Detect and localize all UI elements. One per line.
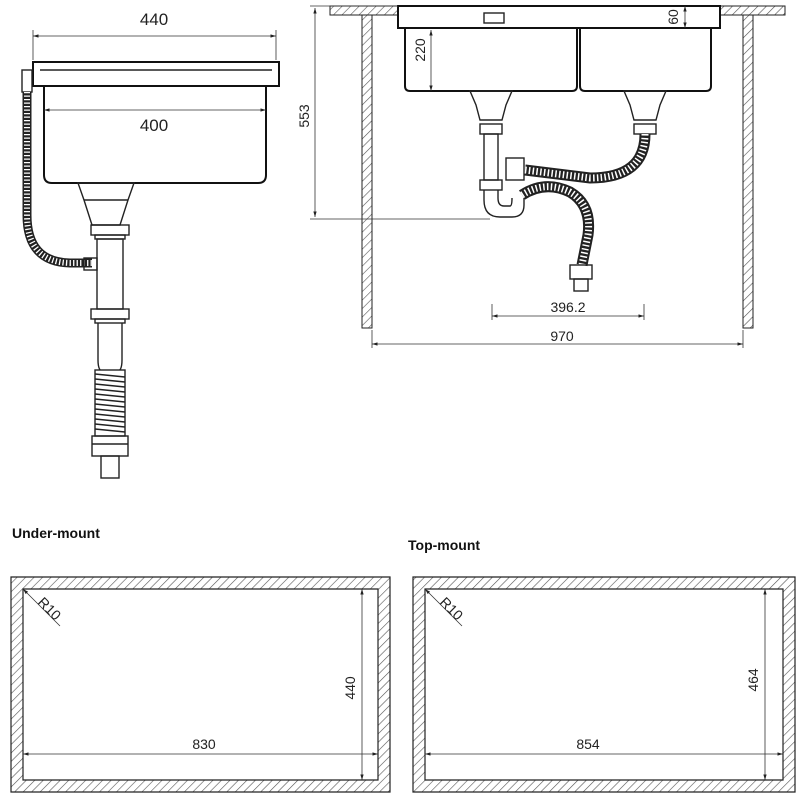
- top-mount-width-label: 854: [576, 736, 600, 752]
- front-sink-rim: [397, 5, 721, 29]
- front-bowl-right: [579, 28, 712, 92]
- side-view: 440 400: [21, 10, 280, 479]
- drain-spacing-label: 396.2: [550, 299, 585, 315]
- side-bowl-width-label: 400: [140, 116, 168, 135]
- cabinet-right-wall: [742, 14, 754, 329]
- under-mount-height-label: 440: [342, 676, 358, 700]
- top-mount-radius-label: R10: [437, 594, 467, 624]
- under-mount-title: Under-mount: [12, 525, 100, 541]
- top-mount-title: Top-mount: [408, 537, 480, 553]
- bowl-depth-label: 220: [412, 38, 428, 62]
- top-mount-height-label: 464: [745, 668, 761, 692]
- side-top-width-label: 440: [140, 10, 168, 29]
- total-height-label: 553: [296, 104, 312, 128]
- under-mount-cutout: Under-mount R10 440 830: [10, 525, 391, 793]
- under-mount-radius-label: R10: [35, 594, 65, 624]
- top-mount-cutout: Top-mount R10 464 854: [408, 537, 796, 793]
- side-sink-rim: [32, 61, 280, 87]
- side-sink-bowl: [43, 86, 267, 184]
- cabinet-width-label: 970: [550, 328, 574, 344]
- front-view: 60 220 553 396.2: [296, 5, 786, 348]
- rim-height-label: 60: [665, 9, 681, 25]
- under-mount-width-label: 830: [192, 736, 216, 752]
- cabinet-left-wall: [361, 14, 373, 329]
